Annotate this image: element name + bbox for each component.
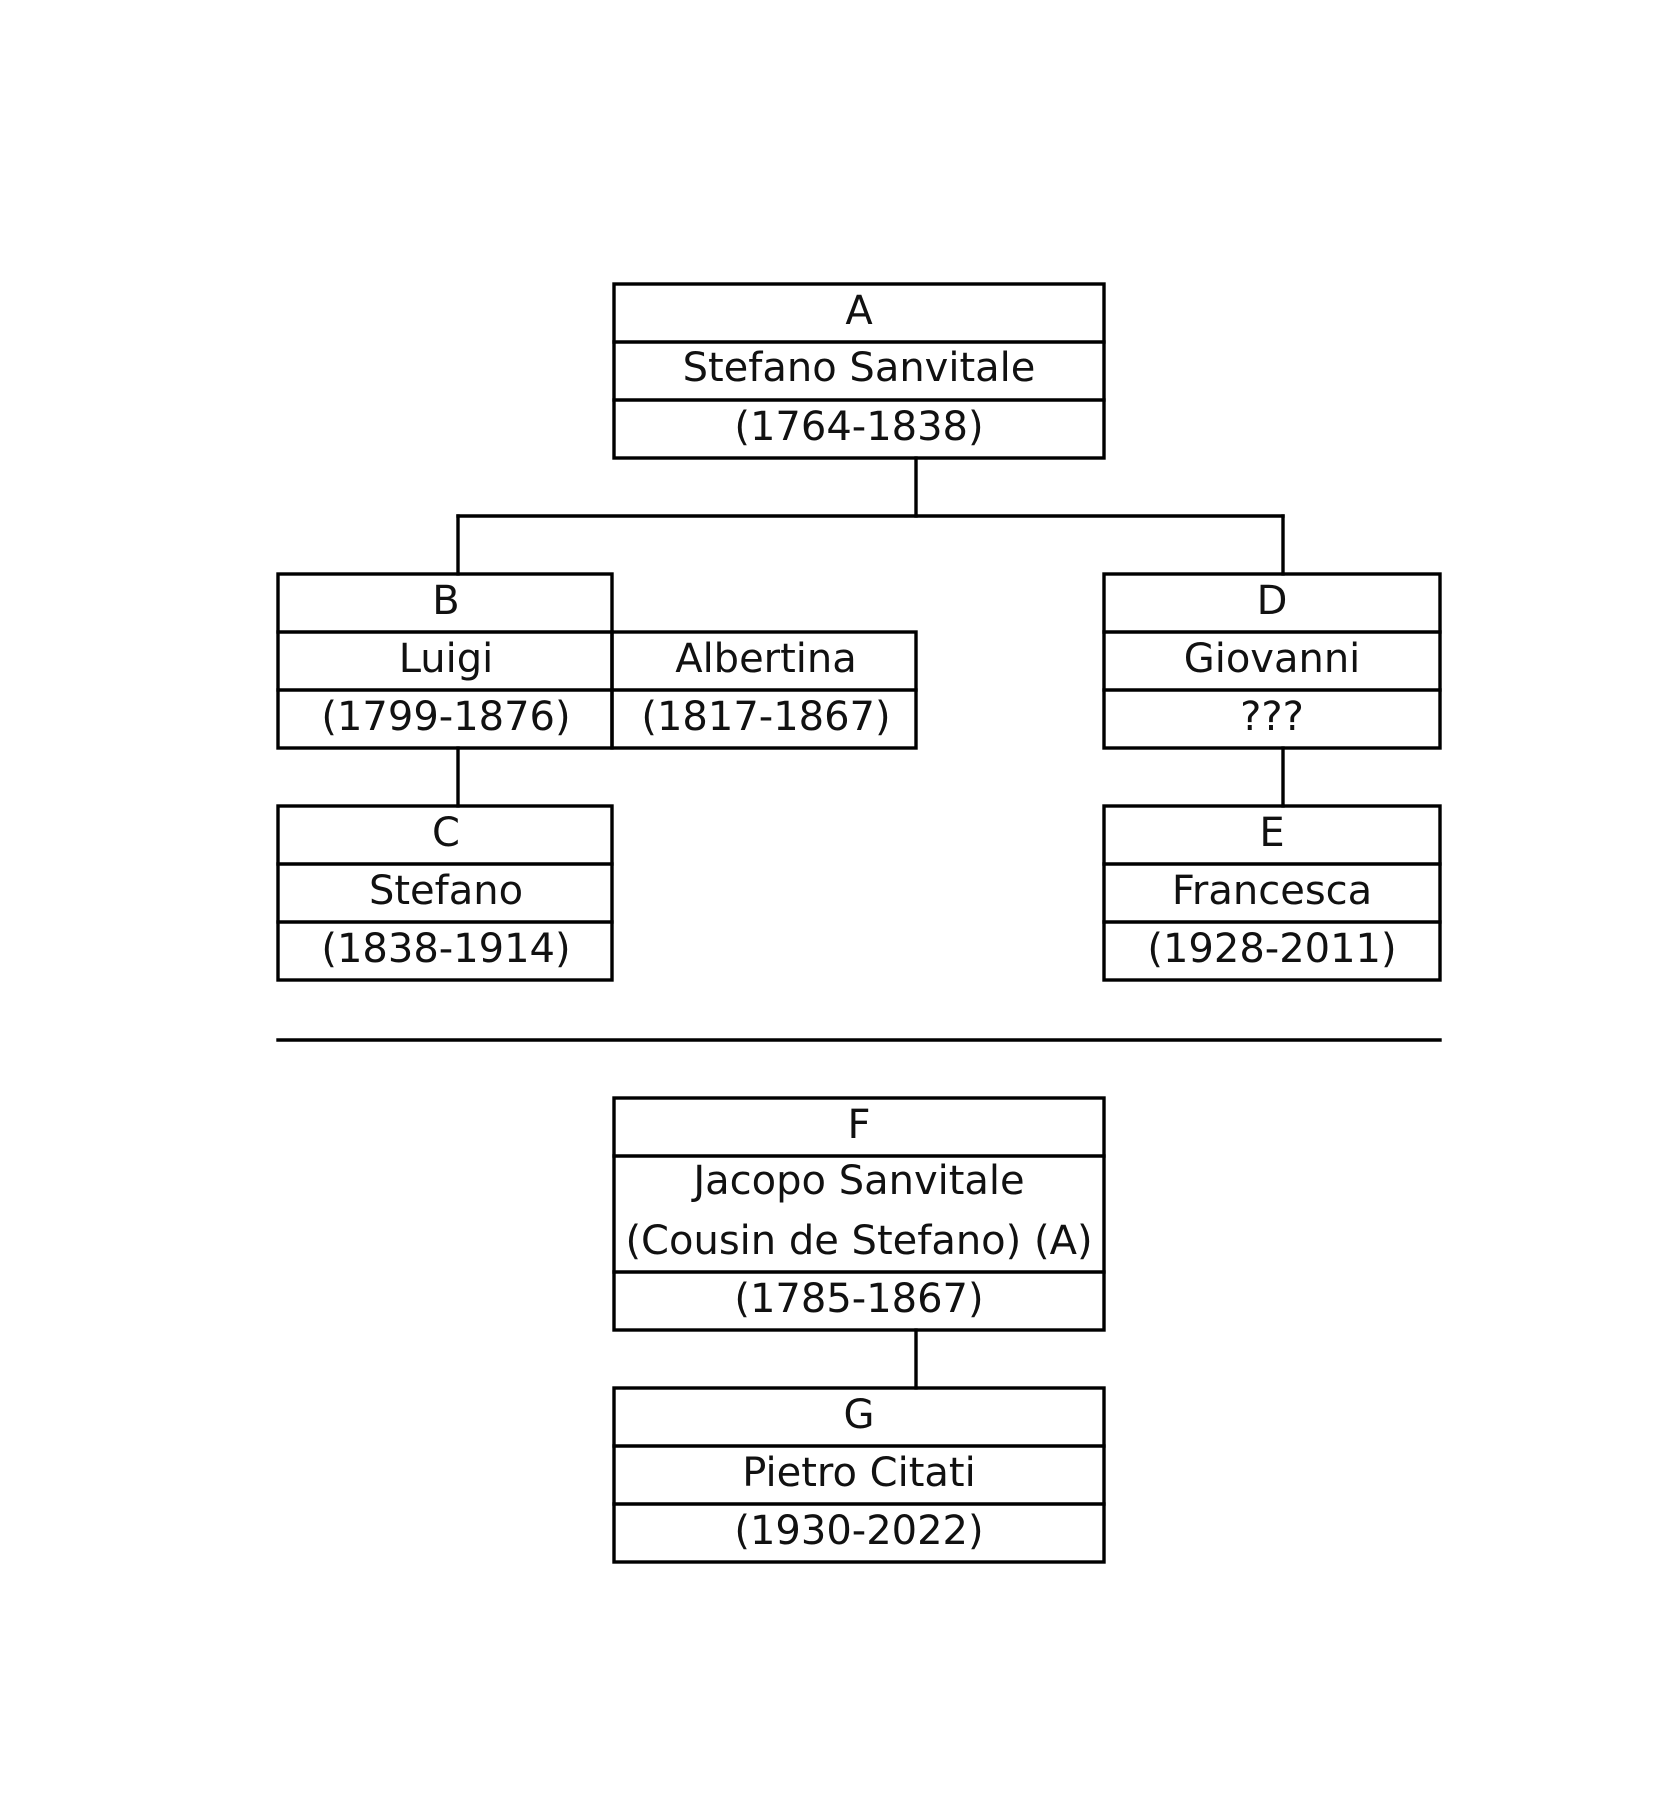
box-b-name: Luigi (399, 636, 494, 682)
person-box-a: A Stefano Sanvitale (1764-1838) (612, 282, 1106, 460)
person-box-f: F Jacopo Sanvitale (Cousin de Stefano) (… (612, 1096, 1106, 1332)
person-box-b: B Luigi (1799-1876) (276, 572, 614, 750)
box-b-dates: (1799-1876) (321, 694, 570, 740)
box-c-name: Stefano (369, 868, 523, 914)
box-d-letter: D (1257, 578, 1288, 624)
spouse-name: Albertina (675, 636, 857, 682)
box-f-letter: F (847, 1102, 870, 1148)
box-a-name: Stefano Sanvitale (683, 345, 1036, 391)
box-g-letter: G (844, 1392, 875, 1438)
box-e-name: Francesca (1172, 868, 1372, 914)
box-e-border (1102, 804, 1442, 982)
box-d-border (1102, 572, 1442, 750)
box-a-dates: (1764-1838) (734, 404, 983, 450)
spouse-dates: (1817-1867) (641, 694, 890, 740)
connector-a-children (456, 456, 1285, 576)
box-g-border (612, 1386, 1106, 1564)
box-g-dates: (1930-2022) (734, 1508, 983, 1554)
box-b-letter: B (432, 578, 459, 624)
box-d-name: Giovanni (1184, 636, 1361, 682)
box-e-letter: E (1259, 810, 1284, 856)
box-e-dates: (1928-2011) (1147, 926, 1396, 972)
box-g-name: Pietro Citati (742, 1450, 975, 1496)
box-c-letter: C (432, 810, 460, 856)
box-f-name-line1: Jacopo Sanvitale (690, 1158, 1024, 1204)
box-f-dates: (1785-1867) (734, 1276, 983, 1322)
box-f-border (612, 1096, 1106, 1332)
box-a-letter: A (845, 288, 873, 334)
person-box-d: D Giovanni ??? (1102, 572, 1442, 750)
box-a-border (612, 282, 1106, 460)
person-box-c: C Stefano (1838-1914) (276, 804, 614, 982)
person-box-g: G Pietro Citati (1930-2022) (612, 1386, 1106, 1564)
spouse-box-albertina: Albertina (1817-1867) (610, 630, 918, 750)
box-c-border (276, 804, 614, 982)
person-box-e: E Francesca (1928-2011) (1102, 804, 1442, 982)
box-d-dates: ??? (1240, 694, 1304, 740)
box-c-dates: (1838-1914) (321, 926, 570, 972)
box-f-name-line2: (Cousin de Stefano) (A) (625, 1218, 1092, 1264)
